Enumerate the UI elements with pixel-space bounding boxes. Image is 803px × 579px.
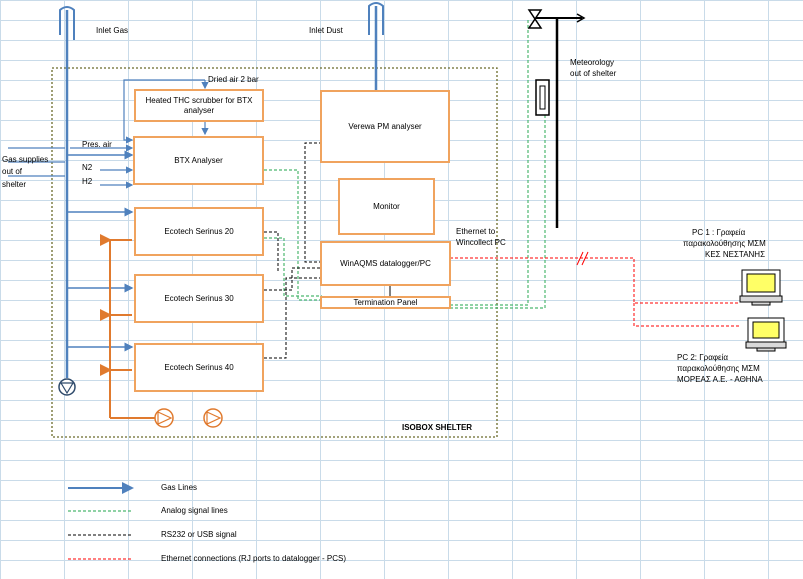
winaqms-box: WinAQMS datalogger/PC <box>320 241 451 286</box>
dried-air-label: Dried air 2 bar <box>208 75 259 84</box>
serinus-20-box: Ecotech Serinus 20 <box>134 207 264 256</box>
thc-scrubber-label: Heated THC scrubber for BTX analyser <box>145 95 253 115</box>
serinus-40-box: Ecotech Serinus 40 <box>134 343 264 392</box>
winaqms-label: WinAQMS datalogger/PC <box>340 258 431 268</box>
pc1-label-1: PC 1 : Γραφεία <box>692 228 746 237</box>
inlet-gas-label: Inlet Gas <box>96 26 129 35</box>
inlet-dust-label: Inlet Dust <box>309 26 343 35</box>
gas-supplies-label-2: out of <box>2 167 23 176</box>
thc-scrubber-box: Heated THC scrubber for BTX analyser <box>134 89 264 122</box>
pc2-label-2: παρακολούθησης ΜΣΜ <box>677 364 760 373</box>
isobox-shelter-label: ISOBOX SHELTER <box>402 423 473 432</box>
ethernet-label-1: Ethernet to <box>456 227 496 236</box>
serinus-20-label: Ecotech Serinus 20 <box>164 226 234 236</box>
wind-vane-icon <box>527 9 543 29</box>
serinus-30-label: Ecotech Serinus 30 <box>164 293 234 303</box>
pc2-label-3: ΜΟΡΕΑΣ Α.Ε. - ΑΘΗΝΑ <box>677 375 763 384</box>
legend-ethernet-label: Ethernet connections (RJ ports to datalo… <box>161 554 346 563</box>
gas-supplies-label-3: shelter <box>2 180 27 189</box>
pc1-label-3: ΚΕΣ ΝΕΣΤΑΝΗΣ <box>705 250 766 259</box>
serinus-30-box: Ecotech Serinus 30 <box>134 274 264 323</box>
termination-panel-label: Termination Panel <box>353 297 418 307</box>
btx-analyser-box: BTX Analyser <box>133 136 264 185</box>
pc1-label-2: παρακολούθησης ΜΣΜ <box>683 239 766 248</box>
gas-supplies-label-1: Gas supplies <box>2 155 49 164</box>
h2-label: H2 <box>82 177 93 186</box>
meteorology-label-2: out of shelter <box>570 69 617 78</box>
verewa-pm-box: Verewa PM analyser <box>320 90 450 163</box>
serinus-40-label: Ecotech Serinus 40 <box>164 362 234 372</box>
n2-label: N2 <box>82 163 93 172</box>
meteo-sensor-icon <box>535 79 550 116</box>
pc2-computer-icon <box>745 317 787 352</box>
legend-gas-label: Gas Lines <box>161 483 198 492</box>
ethernet-label-2: Wincollect PC <box>456 238 506 247</box>
meteorology-label-1: Meteorology <box>570 58 615 67</box>
exhaust-pump-2-icon <box>203 408 223 428</box>
termination-panel-box: Termination Panel <box>320 296 451 309</box>
exhaust-pump-1-icon <box>154 408 174 428</box>
isobox-shelter-boundary <box>51 67 498 438</box>
legend-analog-label: Analog signal lines <box>161 506 228 515</box>
monitor-label: Monitor <box>373 201 400 211</box>
btx-analyser-label: BTX Analyser <box>174 155 223 165</box>
monitor-box: Monitor <box>338 178 435 235</box>
pc1-computer-icon <box>739 269 783 306</box>
inlet-gas-probe <box>59 6 75 40</box>
legend-rs232-label: RS232 or USB signal <box>161 530 237 539</box>
inlet-dust-probe <box>368 2 384 35</box>
pc2-label-1: PC 2: Γραφεία <box>677 353 728 362</box>
pres-air-label: Pres. air <box>82 140 112 149</box>
verewa-pm-label: Verewa PM analyser <box>348 121 422 131</box>
